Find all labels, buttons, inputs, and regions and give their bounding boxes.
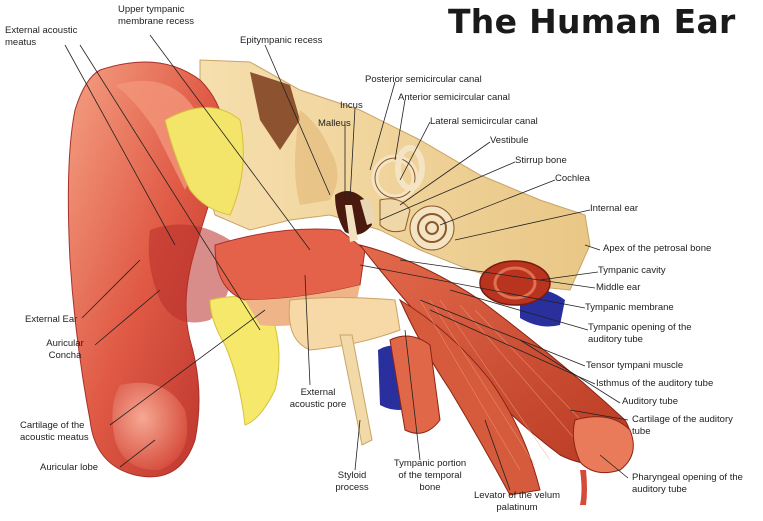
label-auricular-lobe: Auricular lobe	[40, 462, 98, 474]
label-epitympanic-recess: Epitympanic recess	[240, 35, 322, 47]
label-posterior-semicircular-canal: Posterior semicircular canal	[365, 74, 482, 86]
diagram-title: The Human Ear	[448, 2, 736, 41]
label-apex-petrosal-bone: Apex of the petrosal bone	[603, 243, 711, 255]
label-middle-ear: Middle ear	[596, 282, 640, 294]
label-external-ear: External Ear	[25, 314, 77, 326]
label-malleus: Malleus	[318, 118, 351, 130]
label-tympanic-cavity: Tympanic cavity	[598, 265, 666, 277]
label-tympanic-membrane: Tympanic membrane	[585, 302, 674, 314]
label-cochlea: Cochlea	[555, 173, 590, 185]
label-auricular-concha: Auricular Concha	[35, 338, 95, 362]
label-vestibule: Vestibule	[490, 135, 529, 147]
label-stirrup-bone: Stirrup bone	[515, 155, 567, 167]
label-anterior-semicircular-canal: Anterior semicircular canal	[398, 92, 510, 104]
label-cartilage-meatus: Cartilage of the acoustic meatus	[20, 420, 115, 444]
label-external-acoustic-meatus: External acoustic meatus	[5, 25, 95, 49]
label-external-acoustic-pore: External acoustic pore	[288, 387, 348, 411]
label-isthmus: Isthmus of the auditory tube	[596, 378, 713, 390]
label-tensor-tympani: Tensor tympani muscle	[586, 360, 683, 372]
label-pharyngeal-opening: Pharyngeal opening of the auditory tube	[632, 472, 762, 496]
label-cartilage-auditory-tube: Cartilage of the auditory tube	[632, 414, 742, 438]
label-upper-tympanic-membrane-recess: Upper tympanic membrane recess	[118, 4, 228, 28]
pharyngeal-drip	[580, 470, 587, 505]
label-levator: Levator of the velum palatinum	[472, 490, 562, 514]
label-lateral-semicircular-canal: Lateral semicircular canal	[430, 116, 538, 128]
pharyngeal-opening-shape	[573, 417, 633, 473]
label-tympanic-portion: Tympanic portion of the temporal bone	[390, 458, 470, 494]
label-auditory-tube: Auditory tube	[622, 396, 678, 408]
label-tympanic-opening: Tympanic opening of the auditory tube	[588, 322, 698, 346]
label-incus: Incus	[340, 100, 363, 112]
label-styloid-process: Styloid process	[322, 470, 382, 494]
cochlea-shape	[410, 206, 454, 250]
label-internal-ear: Internal ear	[590, 203, 638, 215]
